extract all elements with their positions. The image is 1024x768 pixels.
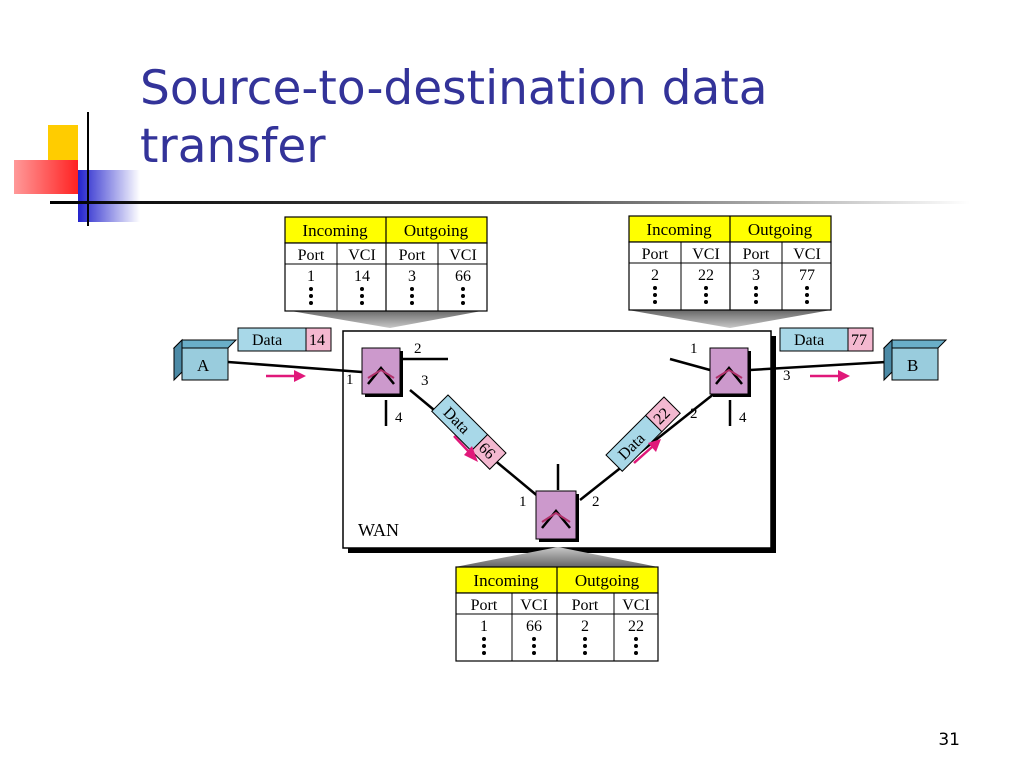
flow-arrows (266, 370, 850, 464)
table-bottom-col-port-in: Port (471, 597, 498, 614)
arrow-down-right-icon (453, 435, 478, 462)
left-switch-port-1: 1 (346, 372, 354, 388)
slide-title: Source-to-destination data transfer (140, 60, 940, 176)
table-right-col-port-in: Port (642, 246, 669, 263)
table-right-cell-in-port: 2 (651, 267, 659, 284)
bottom-switch-port-1: 1 (519, 494, 527, 510)
corner-decoration (14, 112, 140, 226)
table-right-cell-in-vci: 22 (698, 267, 714, 284)
left-switch: 1 2 3 4 (346, 341, 429, 426)
right-table-funnel (628, 310, 831, 328)
table-left-ellipsis-icon (309, 287, 465, 305)
left-switch-port-4: 4 (395, 410, 403, 426)
table-left-cell-out-vci: 66 (455, 268, 471, 285)
right-switch-port-4: 4 (739, 410, 747, 426)
slide-number: 31 (938, 730, 960, 750)
table-bottom-cell-out-vci: 22 (628, 618, 644, 635)
right-switch-port-2: 2 (690, 406, 698, 422)
slide-title-line-2: transfer (140, 119, 326, 174)
table-right-col-vci-in: VCI (692, 246, 720, 263)
table-bottom-col-vci-in: VCI (520, 597, 548, 614)
table-left-incoming-header: Incoming (302, 221, 368, 240)
right-switch-port-1: 1 (690, 341, 698, 357)
table-bottom-cell-in-port: 1 (480, 618, 488, 635)
table-right-col-port-out: Port (743, 246, 770, 263)
table-left-col-port-in: Port (298, 247, 325, 264)
bottom-switch: 1 2 (519, 490, 600, 542)
frame-b: Data 77 (779, 327, 874, 352)
frame-a: Data 14 (237, 327, 332, 352)
left-switch-port-2: 2 (414, 341, 422, 357)
frame-mid-right: Data 22 (605, 396, 681, 472)
table-right: Incoming Outgoing Port VCI Port VCI 2 22… (628, 215, 832, 311)
frame-b-data-label: Data (794, 332, 824, 349)
table-left-cell-out-port: 3 (408, 268, 416, 285)
table-right-cell-out-port: 3 (752, 267, 760, 284)
frame-a-vci: 14 (309, 332, 325, 349)
slide-title-line-1: Source-to-destination data (140, 61, 768, 116)
table-left-outgoing-header: Outgoing (404, 221, 469, 240)
table-left-cell-in-vci: 14 (354, 268, 370, 285)
frame-a-data-label: Data (252, 332, 282, 349)
title-rule (50, 201, 970, 204)
table-right-ellipsis-icon (653, 286, 809, 304)
table-bottom: Incoming Outgoing Port VCI Port VCI 1 66… (455, 566, 659, 662)
table-bottom-incoming-header: Incoming (473, 571, 539, 590)
table-bottom-ellipsis-icon (482, 637, 638, 655)
bottom-switch-port-2: 2 (592, 494, 600, 510)
table-right-cell-out-vci: 77 (799, 267, 815, 284)
arrow-switch-to-b-icon (810, 370, 850, 382)
node-b-label: B (907, 356, 918, 375)
table-left-col-vci-in: VCI (348, 247, 376, 264)
left-table-funnel (285, 310, 487, 328)
bottom-table-funnel (455, 547, 658, 567)
right-switch: 1 2 3 4 (690, 341, 791, 426)
frame-b-vci: 77 (851, 332, 867, 349)
table-right-incoming-header: Incoming (646, 220, 712, 239)
table-left-cell-in-port: 1 (307, 268, 315, 285)
wan-label: WAN (358, 520, 399, 540)
frame-mid-left: Data 66 (431, 394, 507, 470)
table-left-col-port-out: Port (399, 247, 426, 264)
table-bottom-cell-in-vci: 66 (526, 618, 542, 635)
arrow-a-to-switch-icon (266, 370, 306, 382)
table-right-col-vci-out: VCI (793, 246, 821, 263)
node-b: B (882, 338, 948, 382)
node-a-label: A (197, 356, 210, 375)
table-left: Incoming Outgoing Port VCI Port VCI 1 14… (284, 216, 488, 312)
table-bottom-cell-out-port: 2 (581, 618, 589, 635)
table-bottom-outgoing-header: Outgoing (575, 571, 640, 590)
arrow-up-right-icon (633, 439, 661, 464)
table-right-outgoing-header: Outgoing (748, 220, 813, 239)
table-bottom-col-vci-out: VCI (622, 597, 650, 614)
right-switch-port-3: 3 (783, 368, 791, 384)
table-bottom-col-port-out: Port (572, 597, 599, 614)
left-switch-port-3: 3 (421, 373, 429, 389)
node-a: A (172, 338, 238, 382)
table-left-col-vci-out: VCI (449, 247, 477, 264)
